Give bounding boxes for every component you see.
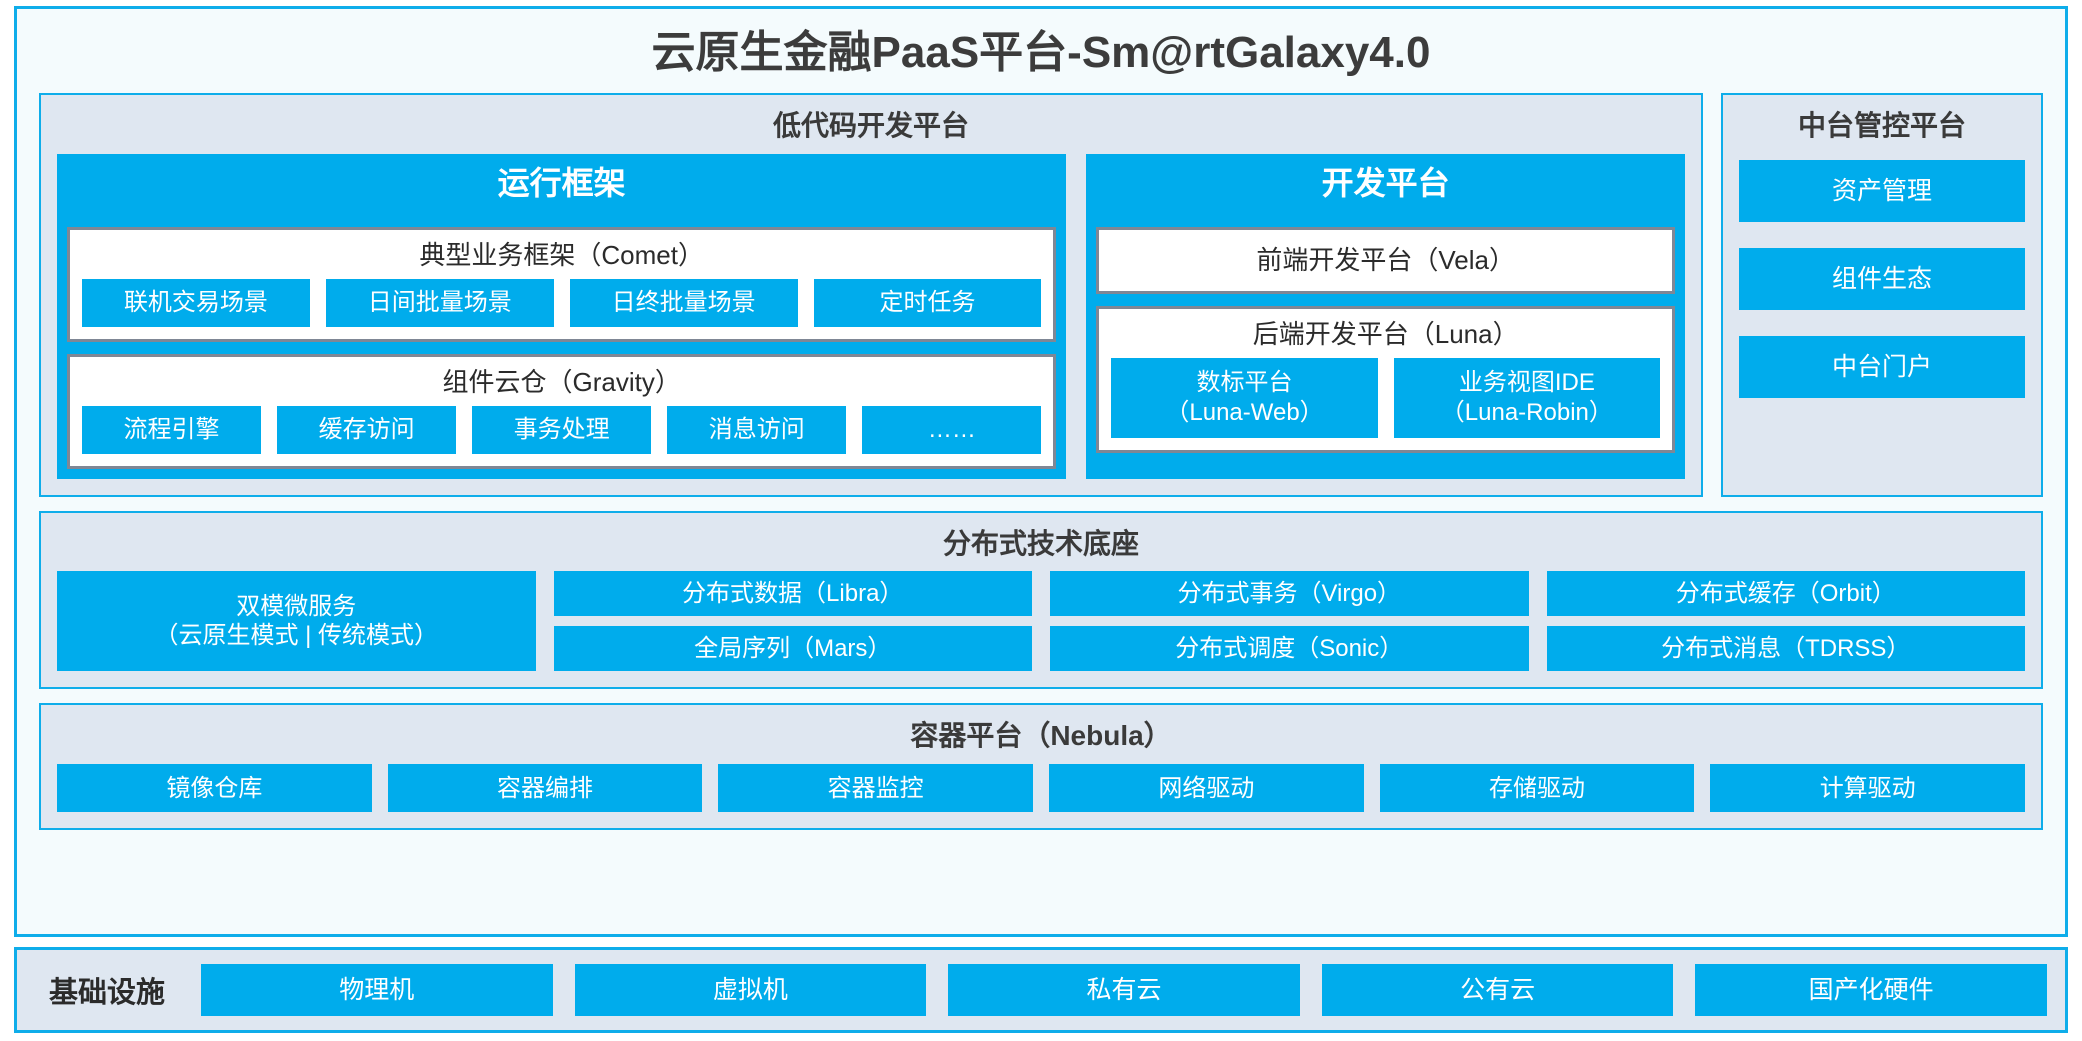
microservice-item[interactable]: 双模微服务 （云原生模式 | 传统模式） bbox=[57, 571, 536, 672]
development-platform-card: 开发平台 前端开发平台（Vela） 后端开发平台（Luna） 数标平台 （Lun… bbox=[1086, 154, 1685, 479]
lowcode-platform-body: 运行框架 典型业务框架（Comet） 联机交易场景 日间批量场景 日终批量场景 … bbox=[57, 154, 1685, 479]
comet-item[interactable]: 日终批量场景 bbox=[569, 278, 798, 327]
comet-box: 典型业务框架（Comet） 联机交易场景 日间批量场景 日终批量场景 定时任务 bbox=[67, 227, 1057, 342]
container-item-monitoring[interactable]: 容器监控 bbox=[718, 764, 1034, 813]
comet-title: 典型业务框架（Comet） bbox=[419, 240, 704, 271]
gravity-item-ellipsis[interactable]: …… bbox=[862, 405, 1042, 454]
luna-box: 后端开发平台（Luna） 数标平台 （Luna-Web） 业务视图IDE （Lu… bbox=[1096, 305, 1675, 453]
infrastructure-panel: 基础设施 物理机 虚拟机 私有云 公有云 国产化硬件 bbox=[14, 947, 2068, 1033]
infrastructure-item-domestic-hardware[interactable]: 国产化硬件 bbox=[1695, 964, 2047, 1016]
development-platform-title: 开发平台 bbox=[1321, 165, 1450, 202]
infrastructure-item-virtual[interactable]: 虚拟机 bbox=[574, 964, 927, 1016]
techbase-title: 分布式技术底座 bbox=[942, 527, 1139, 559]
gravity-item[interactable]: 事务处理 bbox=[472, 405, 652, 454]
gravity-item[interactable]: 消息访问 bbox=[667, 405, 847, 454]
top-region: 低代码开发平台 运行框架 典型业务框架（Comet） 联机交易场景 日间批量场景… bbox=[39, 93, 2043, 497]
container-item-compute-driver[interactable]: 计算驱动 bbox=[1710, 764, 2026, 813]
techbase-panel: 分布式技术底座 双模微服务 （云原生模式 | 传统模式） 分布式数据（Libra… bbox=[39, 510, 2043, 690]
techbase-body: 双模微服务 （云原生模式 | 传统模式） 分布式数据（Libra） 全局序列（M… bbox=[57, 571, 2025, 672]
midplatform-title: 中台管控平台 bbox=[1797, 110, 1966, 142]
gravity-box: 组件云仓（Gravity） 流程引擎 缓存访问 事务处理 消息访问 …… bbox=[67, 353, 1057, 469]
container-platform-panel: 容器平台（Nebula） 镜像仓库 容器编排 容器监控 网络驱动 存储驱动 计算… bbox=[39, 703, 2043, 831]
comet-item[interactable]: 日间批量场景 bbox=[325, 278, 554, 327]
container-platform-title: 容器平台（Nebula） bbox=[910, 720, 1172, 752]
infrastructure-item-physical[interactable]: 物理机 bbox=[201, 964, 553, 1016]
techbase-col-4: 分布式缓存（Orbit） 分布式消息（TDRSS） bbox=[1546, 571, 2025, 672]
container-item-network-driver[interactable]: 网络驱动 bbox=[1049, 764, 1364, 813]
techbase-item-mars[interactable]: 全局序列（Mars） bbox=[553, 626, 1032, 672]
container-platform-body: 镜像仓库 容器编排 容器监控 网络驱动 存储驱动 计算驱动 bbox=[57, 764, 2026, 813]
infrastructure-label: 基础设施 bbox=[49, 977, 166, 1009]
comet-item[interactable]: 联机交易场景 bbox=[82, 278, 310, 327]
container-item-registry[interactable]: 镜像仓库 bbox=[57, 764, 372, 813]
luna-item-row: 数标平台 （Luna-Web） 业务视图IDE （Luna-Robin） bbox=[1111, 357, 1661, 438]
lower-stack: 分布式技术底座 双模微服务 （云原生模式 | 传统模式） 分布式数据（Libra… bbox=[39, 510, 2043, 831]
container-item-storage-driver[interactable]: 存储驱动 bbox=[1379, 764, 1695, 813]
platform-main-frame: 云原生金融PaaS平台-Sm@rtGalaxy4.0 低代码开发平台 运行框架 … bbox=[14, 6, 2068, 937]
midplatform-panel: 中台管控平台 资产管理 组件生态 中台门户 bbox=[1721, 93, 2043, 497]
runtime-framework-card: 运行框架 典型业务框架（Comet） 联机交易场景 日间批量场景 日终批量场景 … bbox=[57, 154, 1067, 479]
midplatform-items: 资产管理 组件生态 中台门户 bbox=[1739, 154, 2025, 478]
midplatform-item-asset[interactable]: 资产管理 bbox=[1739, 160, 2025, 223]
gravity-title: 组件云仓（Gravity） bbox=[442, 366, 681, 397]
techbase-col-3: 分布式事务（Virgo） 分布式调度（Sonic） bbox=[1050, 571, 1529, 672]
vela-title: 前端开发平台（Vela） bbox=[1256, 245, 1515, 276]
gravity-item[interactable]: 流程引擎 bbox=[82, 405, 262, 454]
techbase-item-libra[interactable]: 分布式数据（Libra） bbox=[553, 571, 1032, 617]
midplatform-item-portal[interactable]: 中台门户 bbox=[1739, 336, 2025, 399]
infrastructure-item-public-cloud[interactable]: 公有云 bbox=[1321, 964, 1674, 1016]
vela-box[interactable]: 前端开发平台（Vela） bbox=[1096, 227, 1675, 294]
page-title: 云原生金融PaaS平台-Sm@rtGalaxy4.0 bbox=[651, 28, 1431, 77]
comet-item[interactable]: 定时任务 bbox=[813, 278, 1042, 327]
techbase-col-microservice: 双模微服务 （云原生模式 | 传统模式） bbox=[57, 571, 536, 672]
techbase-col-2: 分布式数据（Libra） 全局序列（Mars） bbox=[553, 571, 1032, 672]
gravity-item-row: 流程引擎 缓存访问 事务处理 消息访问 …… bbox=[82, 405, 1042, 454]
runtime-framework-title: 运行框架 bbox=[497, 165, 626, 202]
techbase-item-virgo[interactable]: 分布式事务（Virgo） bbox=[1050, 571, 1529, 617]
luna-web-item[interactable]: 数标平台 （Luna-Web） bbox=[1111, 357, 1378, 438]
luna-robin-item[interactable]: 业务视图IDE （Luna-Robin） bbox=[1393, 357, 1661, 438]
techbase-item-sonic[interactable]: 分布式调度（Sonic） bbox=[1050, 626, 1529, 672]
gravity-item[interactable]: 缓存访问 bbox=[277, 405, 457, 454]
midplatform-item-component[interactable]: 组件生态 bbox=[1739, 248, 2025, 311]
luna-title: 后端开发平台（Luna） bbox=[1252, 318, 1519, 349]
techbase-item-tdrss[interactable]: 分布式消息（TDRSS） bbox=[1546, 626, 2025, 672]
lowcode-platform-panel: 低代码开发平台 运行框架 典型业务框架（Comet） 联机交易场景 日间批量场景… bbox=[39, 93, 1703, 497]
comet-item-row: 联机交易场景 日间批量场景 日终批量场景 定时任务 bbox=[82, 278, 1042, 327]
lowcode-platform-title: 低代码开发平台 bbox=[772, 110, 969, 142]
techbase-item-orbit[interactable]: 分布式缓存（Orbit） bbox=[1546, 571, 2025, 617]
infrastructure-item-private-cloud[interactable]: 私有云 bbox=[948, 964, 1300, 1016]
container-item-orchestration[interactable]: 容器编排 bbox=[387, 764, 703, 813]
